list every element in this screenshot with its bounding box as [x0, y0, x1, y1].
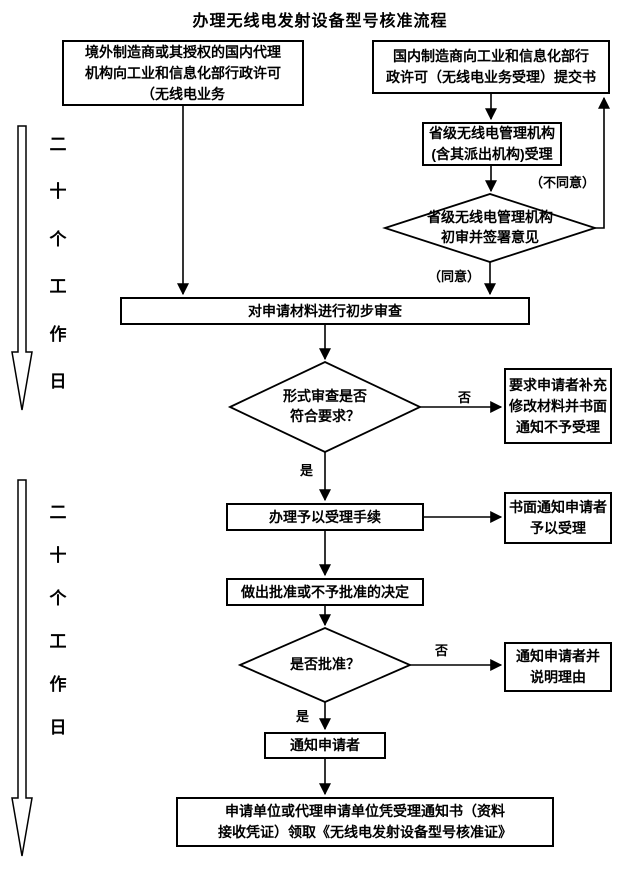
diamond-form-review-text: 形式审查是否 符合要求？ [283, 388, 367, 424]
diamond-approve [237, 627, 413, 703]
node-certificate-collect: 申请单位或代理申请单位凭受理通知书（资料 接收凭证）领取《无线电发射设备型号核准… [176, 797, 554, 847]
label-no-approve: 否 [435, 643, 449, 658]
timeline-label-second: 二十个工作日 [49, 503, 67, 737]
node-overseas-manufacturer: 境外制造商或其授权的国内代理 机构向工业和信息化部行政许可 （无线电业务 [62, 40, 304, 106]
diamond-provincial-review-text: 省级无线电管理机构 初审并签署意见 [427, 209, 553, 245]
page-title: 办理无线电发射设备型号核准流程 [192, 13, 448, 30]
node-accept-procedure: 办理予以受理手续 [226, 503, 424, 531]
label-no-form-review: 否 [458, 390, 472, 405]
node-domestic-manufacturer: 国内制造商向工业和信息化部行 政许可（无线电业务受理）提交书 [372, 40, 610, 94]
label-yes-form-review: 是 [300, 463, 314, 478]
timeline-arrow-first [11, 125, 33, 411]
label-disagree: （不同意） [530, 175, 596, 190]
node-reason-notice: 通知申请者并 说明理由 [504, 642, 612, 692]
diamond-form-review [227, 361, 423, 453]
timeline-arrow-second [11, 479, 33, 857]
node-written-accept-notice: 书面通知申请者 予以受理 [504, 492, 612, 544]
node-approval-decision: 做出批准或不予批准的决定 [226, 578, 424, 606]
timeline-label-first: 二十个工作日 [49, 135, 67, 391]
label-agree: （同意） [428, 269, 481, 284]
label-yes-approve: 是 [296, 709, 310, 724]
diamond-approve-text: 是否批准？ [290, 656, 360, 673]
node-notify-applicant: 通知申请者 [264, 732, 386, 759]
diamond-provincial-review [382, 193, 598, 263]
node-supplement-notice: 要求申请者补充 修改材料并书面 通知不予受理 [504, 368, 612, 444]
arrow-disagree-loop [595, 96, 610, 229]
node-provincial-accept: 省级无线电管理机构 (含其派出机构)受理 [422, 122, 562, 166]
node-preliminary-review: 对申请材料进行初步审查 [120, 297, 530, 325]
